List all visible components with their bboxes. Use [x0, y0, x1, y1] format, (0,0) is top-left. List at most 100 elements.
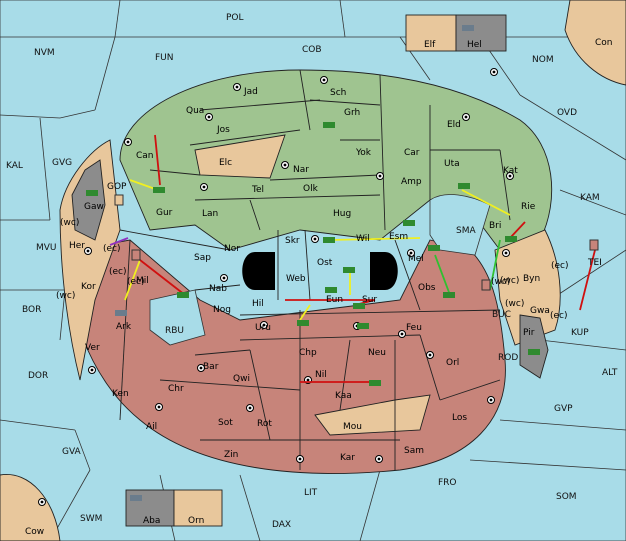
territory-label: Hil — [252, 299, 264, 309]
land-mou — [314, 394, 431, 436]
territory-label: Tel — [251, 185, 264, 195]
coast-tag: (ec) — [109, 267, 127, 277]
land-label: Gwa — [530, 306, 550, 316]
land-east-coast — [494, 229, 561, 346]
sea-label: KAM — [580, 193, 600, 203]
territory-label: Feu — [406, 323, 422, 333]
territory-label: Neu — [368, 348, 386, 358]
coast-tag: (wc) — [491, 277, 510, 287]
supply-centres — [38, 68, 514, 506]
land-label: Orn — [188, 516, 204, 526]
coast-tag: (ec) — [103, 244, 121, 254]
sea-label: MVU — [36, 243, 57, 253]
land-hel — [455, 14, 507, 52]
territory-label: Skr — [285, 236, 300, 246]
sea-label: OVD — [557, 108, 577, 118]
territory-label: Nab — [209, 284, 227, 294]
territory-label: Olk — [303, 184, 319, 194]
territory-label: Ost — [317, 258, 333, 268]
sea-label: SMA — [456, 226, 476, 236]
outer-land-labels: Con Elf Hel Cow Aba Orn Gaw Her Kor Ver … — [25, 38, 613, 537]
land-label: Cow — [25, 527, 44, 537]
sea-label: BUC — [492, 310, 511, 320]
territory-label: Uta — [444, 159, 460, 169]
land-label: Ver — [85, 343, 100, 353]
sea-label: KUP — [571, 328, 589, 338]
coast-tag: (ec) — [550, 311, 568, 321]
territory-label: Rot — [257, 419, 272, 429]
territory-label: Esm — [389, 232, 408, 242]
territory-label: Nog — [213, 305, 231, 315]
territory-label: Nar — [293, 165, 309, 175]
territory-label: Grh — [344, 108, 360, 118]
territory-label: Eld — [447, 120, 461, 130]
territory-label: Obs — [418, 283, 436, 293]
territory-label: Los — [452, 413, 467, 423]
land-label: Kor — [81, 282, 96, 292]
land-label: Hel — [467, 40, 482, 50]
land-gaw — [71, 159, 106, 241]
sea-sma — [429, 194, 491, 256]
units — [86, 25, 599, 501]
territory-label: GOP — [107, 182, 127, 192]
territory-label: Rie — [521, 202, 536, 212]
sea-label: SOM — [556, 492, 577, 502]
territory-label: Kar — [340, 453, 355, 463]
sea-label: DAX — [272, 520, 291, 530]
territory-label: Sam — [404, 446, 424, 456]
red-territory-labels: Sap Web Mel Nab Obs Mil Hil Eun Sur Nog … — [112, 253, 467, 463]
sea-label: ALT — [602, 368, 618, 378]
land-label: TEI — [587, 258, 602, 268]
territory-label: Chp — [299, 348, 317, 358]
sea-rbu — [149, 289, 206, 346]
sea-label: FRO — [438, 478, 457, 488]
sea-label: LIT — [304, 488, 318, 498]
territory-label: Amp — [401, 177, 422, 187]
territory-label: Sch — [330, 88, 346, 98]
territory-label: Mou — [343, 422, 362, 432]
sea-label: GVP — [554, 404, 573, 414]
land-elc — [194, 134, 286, 179]
territory-label: Yok — [355, 148, 372, 158]
territory-label: Kaa — [335, 391, 352, 401]
territory-label: Bri — [489, 221, 501, 231]
land-label: Byn — [523, 274, 540, 284]
sea-label: GVG — [52, 158, 72, 168]
land-label: Gaw — [84, 202, 104, 212]
land-orn — [173, 489, 223, 527]
territory-label: Sap — [194, 253, 211, 263]
territory-label: Sur — [362, 295, 377, 305]
territory-label: Can — [136, 151, 154, 161]
territory-label: Jos — [216, 125, 230, 135]
coast-tag: (ec) — [127, 277, 145, 287]
territory-label: Web — [286, 274, 306, 284]
sea-label: SWM — [80, 514, 102, 524]
territory-label: Mil — [136, 276, 149, 286]
territory-label: Ail — [146, 422, 157, 432]
land-label: Her — [69, 241, 85, 251]
territory-label: Hug — [333, 209, 351, 219]
sea-label: ROD — [498, 353, 518, 363]
coast-tag: (wc) — [56, 291, 75, 301]
territory-label: Orl — [446, 358, 459, 368]
land-label: Pir — [523, 328, 535, 338]
land-elf — [405, 14, 457, 52]
sea-label: FUN — [155, 53, 174, 63]
order-arrows — [109, 134, 596, 383]
territory-label: Mel — [408, 254, 424, 264]
territory-label: Eun — [326, 295, 343, 305]
sea-label: POL — [226, 13, 244, 23]
territory-label: Jad — [243, 87, 258, 97]
coast-tag: (ec) — [551, 261, 569, 271]
sea-label: GVA — [62, 447, 82, 457]
coast-tag: (wc) — [60, 218, 79, 228]
land-label: Elf — [424, 40, 436, 50]
province-borders — [119, 69, 511, 470]
green-territory-labels: Jad Sch Qua Grh Jos Can Yok Car Eld Elc … — [107, 87, 536, 268]
territory-label: Nil — [315, 370, 327, 380]
territory-label: Zin — [224, 450, 238, 460]
territory-label: Uru — [255, 323, 271, 333]
